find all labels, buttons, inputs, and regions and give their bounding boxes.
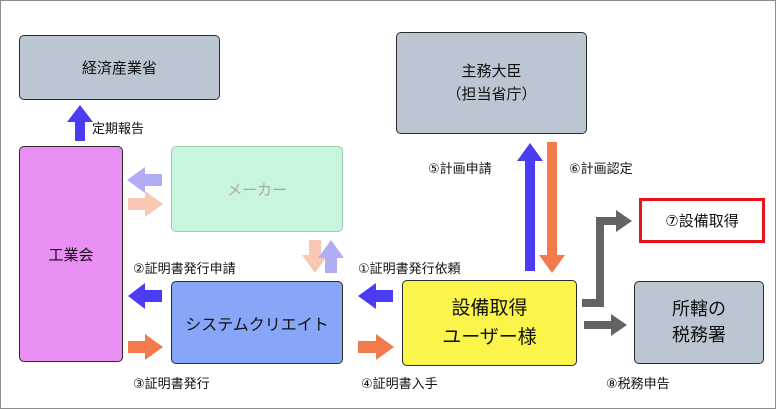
cert-apply-arrow bbox=[128, 283, 162, 309]
acquire-arrow bbox=[582, 210, 632, 307]
industry-to-maker-arrow bbox=[128, 191, 163, 217]
minister-label-line1: 主務大臣 bbox=[461, 62, 522, 80]
plan-apply-arrow bbox=[517, 143, 543, 271]
maker-node: メーカー bbox=[171, 146, 343, 232]
maker-to-industry-arrow bbox=[127, 167, 162, 193]
tax-label-line2: 税務署 bbox=[672, 324, 726, 346]
cert-apply-label: ②証明書発行申請 bbox=[133, 262, 236, 277]
meti-label: 経済産業省 bbox=[81, 59, 157, 77]
maker-to-system-arrow bbox=[302, 240, 328, 273]
system-to-maker-arrow bbox=[318, 240, 344, 273]
meti-node: 経済産業省 bbox=[19, 35, 220, 100]
cert-request-label: ①証明書発行依頼 bbox=[358, 262, 461, 277]
cert-receive-label: ④証明書入手 bbox=[361, 377, 438, 392]
cert-issue-label: ③証明書発行 bbox=[133, 377, 210, 392]
system-create-node: システムクリエイト bbox=[171, 281, 343, 364]
acquire-label: ⑦設備取得 bbox=[665, 212, 739, 230]
minister-node: 主務大臣 （担当省庁） bbox=[396, 32, 587, 134]
user-label-line1: 設備取得 bbox=[451, 297, 528, 319]
maker-label: メーカー bbox=[226, 180, 287, 199]
report-arrow bbox=[67, 105, 93, 141]
user-node: 設備取得 ユーザー様 bbox=[402, 280, 577, 366]
plan-apply-label: ⑤計画申請 bbox=[428, 162, 492, 177]
user-label-line2: ユーザー様 bbox=[442, 326, 537, 348]
report-label: 定期報告 bbox=[92, 122, 145, 137]
minister-label-line2: （担当省庁） bbox=[446, 85, 537, 103]
cert-receive-arrow bbox=[358, 334, 394, 360]
system-label: システムクリエイト bbox=[185, 314, 329, 334]
tax-office-node: 所轄の 税務署 bbox=[634, 281, 764, 364]
tax-return-arrow bbox=[584, 314, 627, 336]
tax-label-line1: 所轄の bbox=[672, 298, 726, 320]
tax-return-label: ⑧税務申告 bbox=[606, 377, 670, 392]
plan-approve-arrow bbox=[539, 142, 565, 273]
industry-label: 工業会 bbox=[48, 245, 94, 264]
cert-issue-arrow bbox=[128, 334, 163, 360]
cert-request-arrow bbox=[358, 283, 393, 309]
plan-approve-label: ⑥計画認定 bbox=[569, 162, 633, 177]
acquire-node: ⑦設備取得 bbox=[639, 198, 765, 243]
industry-association-node: 工業会 bbox=[19, 146, 123, 362]
